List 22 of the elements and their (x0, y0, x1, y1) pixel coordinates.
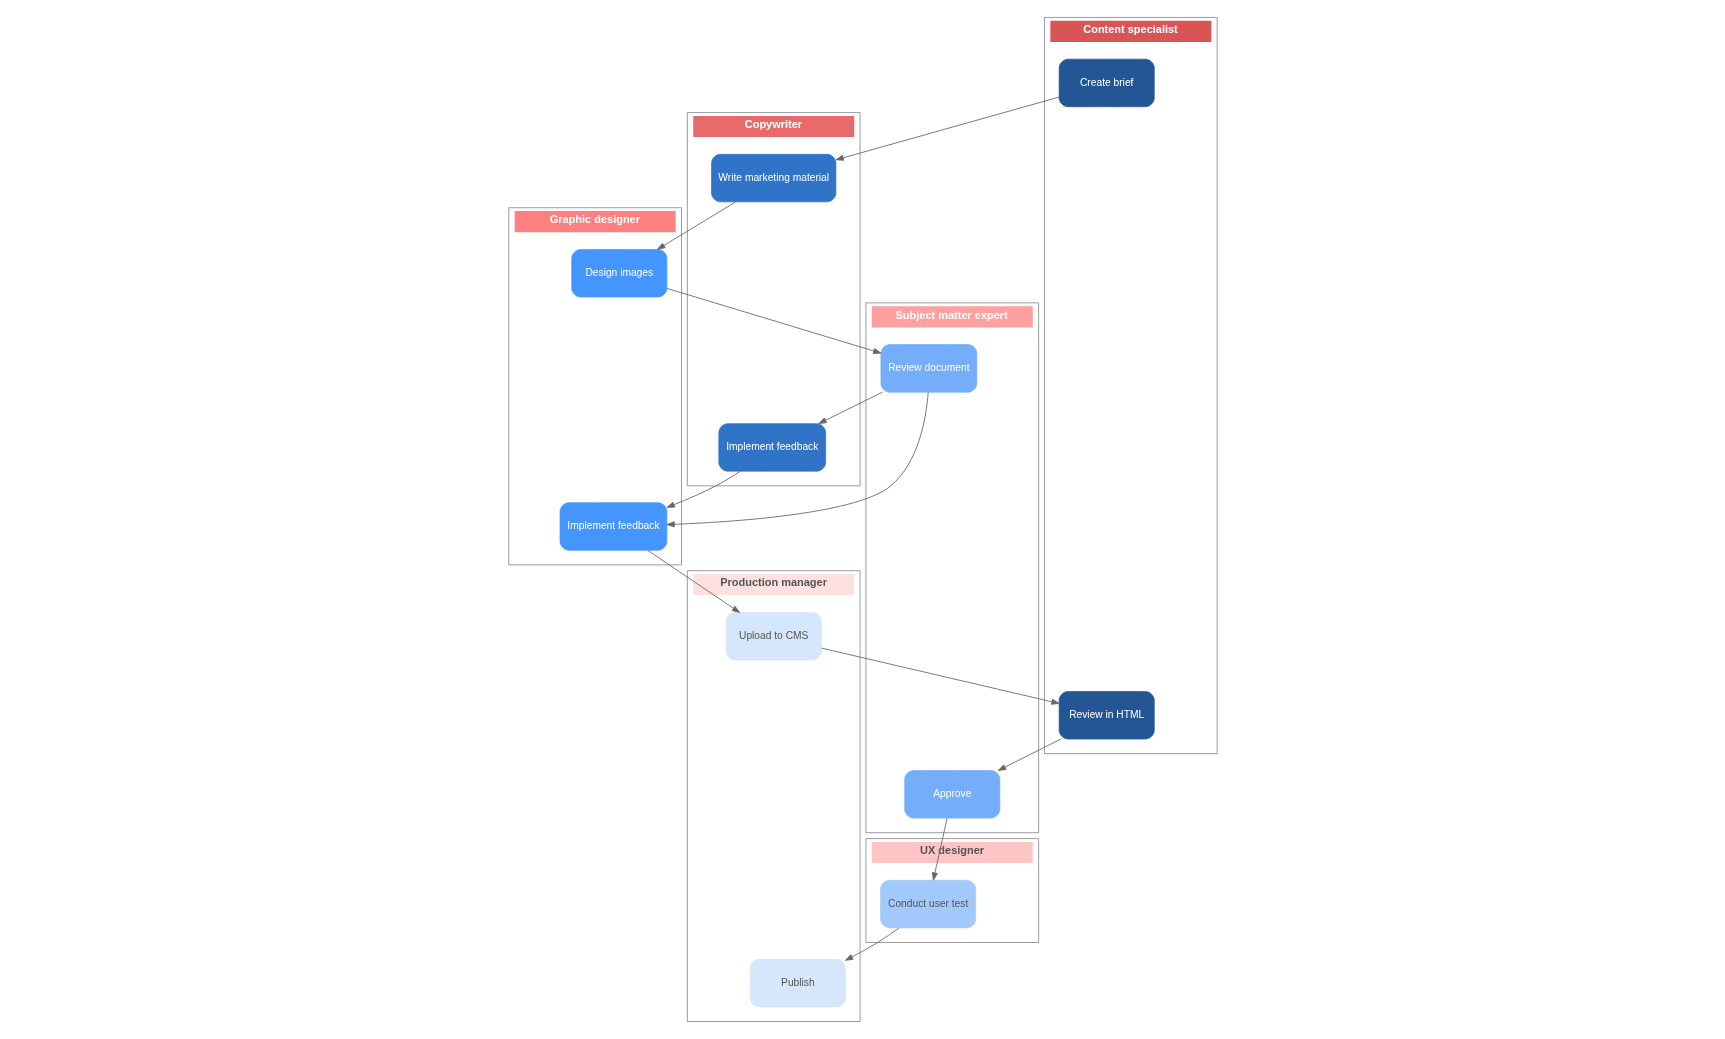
node-box: Create brief (1058, 58, 1155, 108)
node-box: Approve (903, 770, 1000, 819)
node-box: Conduct user test (879, 879, 976, 929)
arrow (666, 287, 881, 354)
arrow (646, 549, 740, 613)
arrow (931, 817, 948, 881)
node-box: Write marketing material (710, 153, 836, 203)
arrow (997, 738, 1061, 771)
arrow (835, 96, 1059, 161)
node-box: Upload to CMS (725, 612, 822, 661)
node-box: Implement feedback (717, 423, 826, 472)
arrow (666, 470, 741, 508)
node-box: Design images (570, 249, 667, 298)
node-box: Review document (880, 344, 977, 393)
node-box: Review in HTML (1058, 691, 1155, 740)
arrow (666, 391, 929, 528)
node-box: Implement feedback (559, 502, 667, 551)
node-box: Publish (749, 958, 846, 1008)
arrow (844, 927, 899, 961)
arrow (656, 201, 736, 250)
arrow (820, 647, 1060, 705)
arrow (817, 391, 883, 424)
